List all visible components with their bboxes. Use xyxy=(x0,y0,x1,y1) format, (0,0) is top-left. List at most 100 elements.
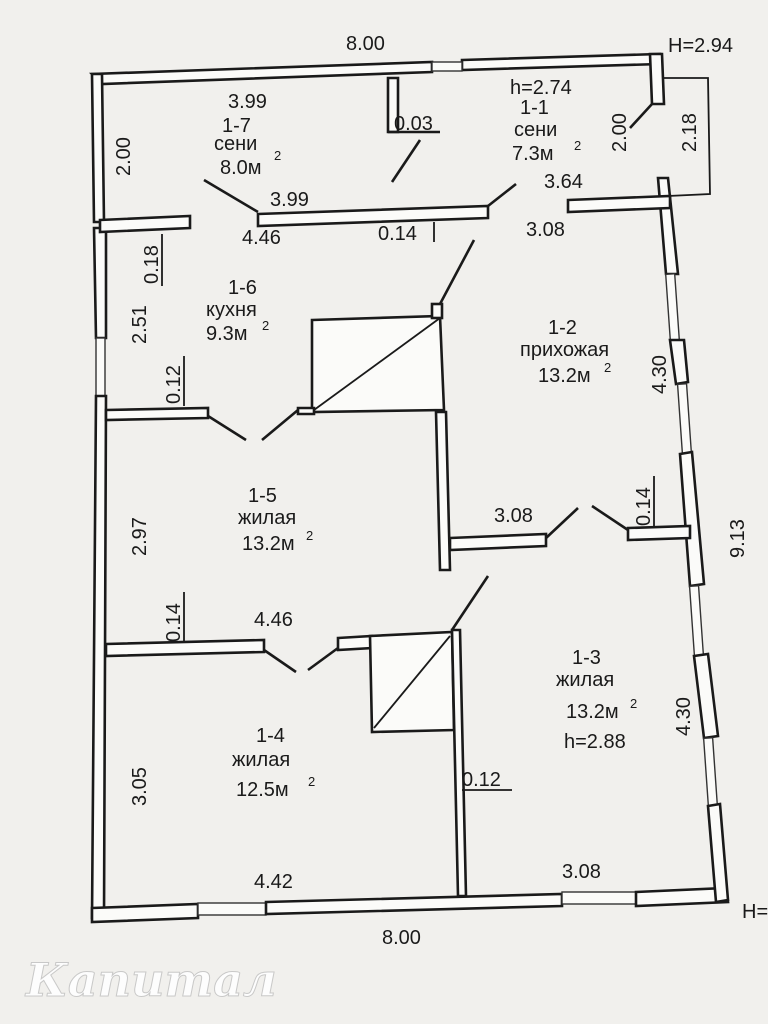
outer-wall-right-top xyxy=(656,176,680,276)
dim-kitchen-bottom-partition: 0.12 xyxy=(163,365,185,404)
room-area: 13.2м xyxy=(566,701,619,723)
hallway-bottom-wall xyxy=(448,532,548,552)
room-1-3: 1-3 жилая 13.2м 2 h=2.88 xyxy=(556,647,637,753)
dim-living14-left-wall: 3.05 xyxy=(129,767,151,806)
dim-bottom-total: 8.00 xyxy=(382,927,421,949)
room-number: 1-4 xyxy=(256,725,285,747)
outer-wall-right-5 xyxy=(706,802,730,904)
window-right-1 xyxy=(664,272,681,341)
room-1-2: 1-2 прихожая 13.2м 2 xyxy=(520,317,611,387)
stove-upper-diag xyxy=(313,317,441,411)
room-number: 1-1 xyxy=(520,97,549,119)
room-area: 13.2м xyxy=(538,365,591,387)
window-right-4 xyxy=(702,736,719,807)
outer-wall-left-bottom xyxy=(90,394,108,920)
door-hallway-right xyxy=(591,504,629,532)
room-height: h=2.74 xyxy=(510,77,572,99)
window-left xyxy=(95,337,106,397)
outer-wall-right-3 xyxy=(678,450,706,588)
dim-sieni17-width: 3.99 xyxy=(228,91,267,113)
room-area-sup: 2 xyxy=(262,318,269,333)
dim-sieni-partition: 0.03 xyxy=(394,113,433,135)
door-living15 xyxy=(263,648,297,674)
outer-wall-top-right xyxy=(460,52,662,72)
dim-sieni17-bottom: 3.99 xyxy=(270,189,309,211)
room-area: 9.3м xyxy=(206,323,248,345)
outer-wall-bottom-right xyxy=(634,886,730,908)
room-name: жилая xyxy=(232,749,290,771)
room-area-sup: 2 xyxy=(308,774,315,789)
dim-kitchen-left-wall: 2.51 xyxy=(129,305,151,344)
room-area: 13.2м xyxy=(242,533,295,555)
room-area-sup: 2 xyxy=(274,148,281,163)
dim-right-lower: 4.30 xyxy=(673,697,695,736)
window-top xyxy=(431,61,463,72)
window-right-3 xyxy=(688,584,705,657)
room-area-sup: 2 xyxy=(630,696,637,711)
stove-upper-cap xyxy=(430,302,444,320)
room-name: жилая xyxy=(238,507,296,529)
sieni11-right-wall xyxy=(566,194,672,214)
dim-sieni11-right: 3.64 xyxy=(544,171,583,193)
dim-porch-right-inner: 2.00 xyxy=(609,113,631,152)
hallway-left-wall xyxy=(434,410,452,572)
outer-wall-right-2 xyxy=(668,338,690,386)
room-area: 8.0м xyxy=(220,157,262,179)
dim-sieni-bottom-partition: 0.14 xyxy=(378,223,417,245)
outer-wall-bottom-mid xyxy=(264,892,564,916)
outer-wall-bottom-left xyxy=(90,902,200,924)
living15-bottom-wall xyxy=(104,638,266,658)
stove-upper-stub xyxy=(296,406,316,416)
outer-wall-left-top xyxy=(90,72,106,224)
watermark-logo: Капитал xyxy=(24,953,277,1007)
porch-outline xyxy=(662,77,711,197)
dim-living15-bottom-partition: 0.14 xyxy=(163,603,185,642)
sieni-bottom-wall xyxy=(256,204,490,228)
hallway-right-stub xyxy=(626,524,692,542)
dim-living14-bottom: 4.42 xyxy=(254,871,293,893)
living14-right-wall xyxy=(450,628,468,898)
dim-porch-right-outer: 2.18 xyxy=(679,113,701,152)
door-kitchen-2 xyxy=(261,409,299,441)
kitchen-top-wall xyxy=(98,214,192,234)
outer-wall-left-kitchen xyxy=(92,226,108,340)
room-1-1: h=2.74 1-1 сени 7.3м 2 xyxy=(510,77,581,165)
outer-wall-right-4 xyxy=(692,652,720,740)
dim-top-left-wall: 2.00 xyxy=(113,137,135,176)
dim-height-right-bottom: H= xyxy=(742,901,768,923)
room-area-sup: 2 xyxy=(306,528,313,543)
dim-right-total: 9.13 xyxy=(727,519,749,558)
room-area: 7.3м xyxy=(512,143,554,165)
room-name: жилая xyxy=(556,669,614,691)
door-hallway xyxy=(438,239,476,305)
porch-wall xyxy=(648,52,666,106)
window-bottom-2 xyxy=(561,891,637,905)
room-1-6: 1-6 кухня 9.3м 2 xyxy=(206,277,269,345)
dim-kitchen-right-top: 0.18 xyxy=(141,245,163,284)
stove-lower-stub xyxy=(336,634,374,652)
room-area: 12.5м xyxy=(236,779,289,801)
dim-living15-bottom: 4.46 xyxy=(254,609,293,631)
dim-kitchen-top-wall: 4.46 xyxy=(242,227,281,249)
outer-wall-top xyxy=(88,60,434,86)
room-1-4: 1-4 жилая 12.5м 2 xyxy=(232,725,315,801)
door-kitchen xyxy=(207,414,247,442)
door-1-7 xyxy=(203,178,259,214)
kitchen-bottom-wall xyxy=(104,406,210,422)
room-number: 1-6 xyxy=(228,277,257,299)
door-living13 xyxy=(450,575,490,631)
room-name: сени xyxy=(214,133,257,155)
dim-hallway-bottom: 3.08 xyxy=(494,505,533,527)
window-bottom-1 xyxy=(197,902,267,916)
room-1-7: 1-7 сени 8.0м 2 xyxy=(214,115,281,179)
stove-lower-diag xyxy=(373,635,451,729)
room-name: сени xyxy=(514,119,557,141)
dim-living14-right-partition: 0.12 xyxy=(462,769,501,791)
dim-hallway-right-partition: 0.14 xyxy=(633,487,655,526)
room-number: 1-3 xyxy=(572,647,601,669)
dim-living15-left-wall: 2.97 xyxy=(129,517,151,556)
porch-door-swing xyxy=(629,103,653,129)
door-hallway-bottom xyxy=(545,507,579,539)
dim-top-total: 8.00 xyxy=(346,33,385,55)
